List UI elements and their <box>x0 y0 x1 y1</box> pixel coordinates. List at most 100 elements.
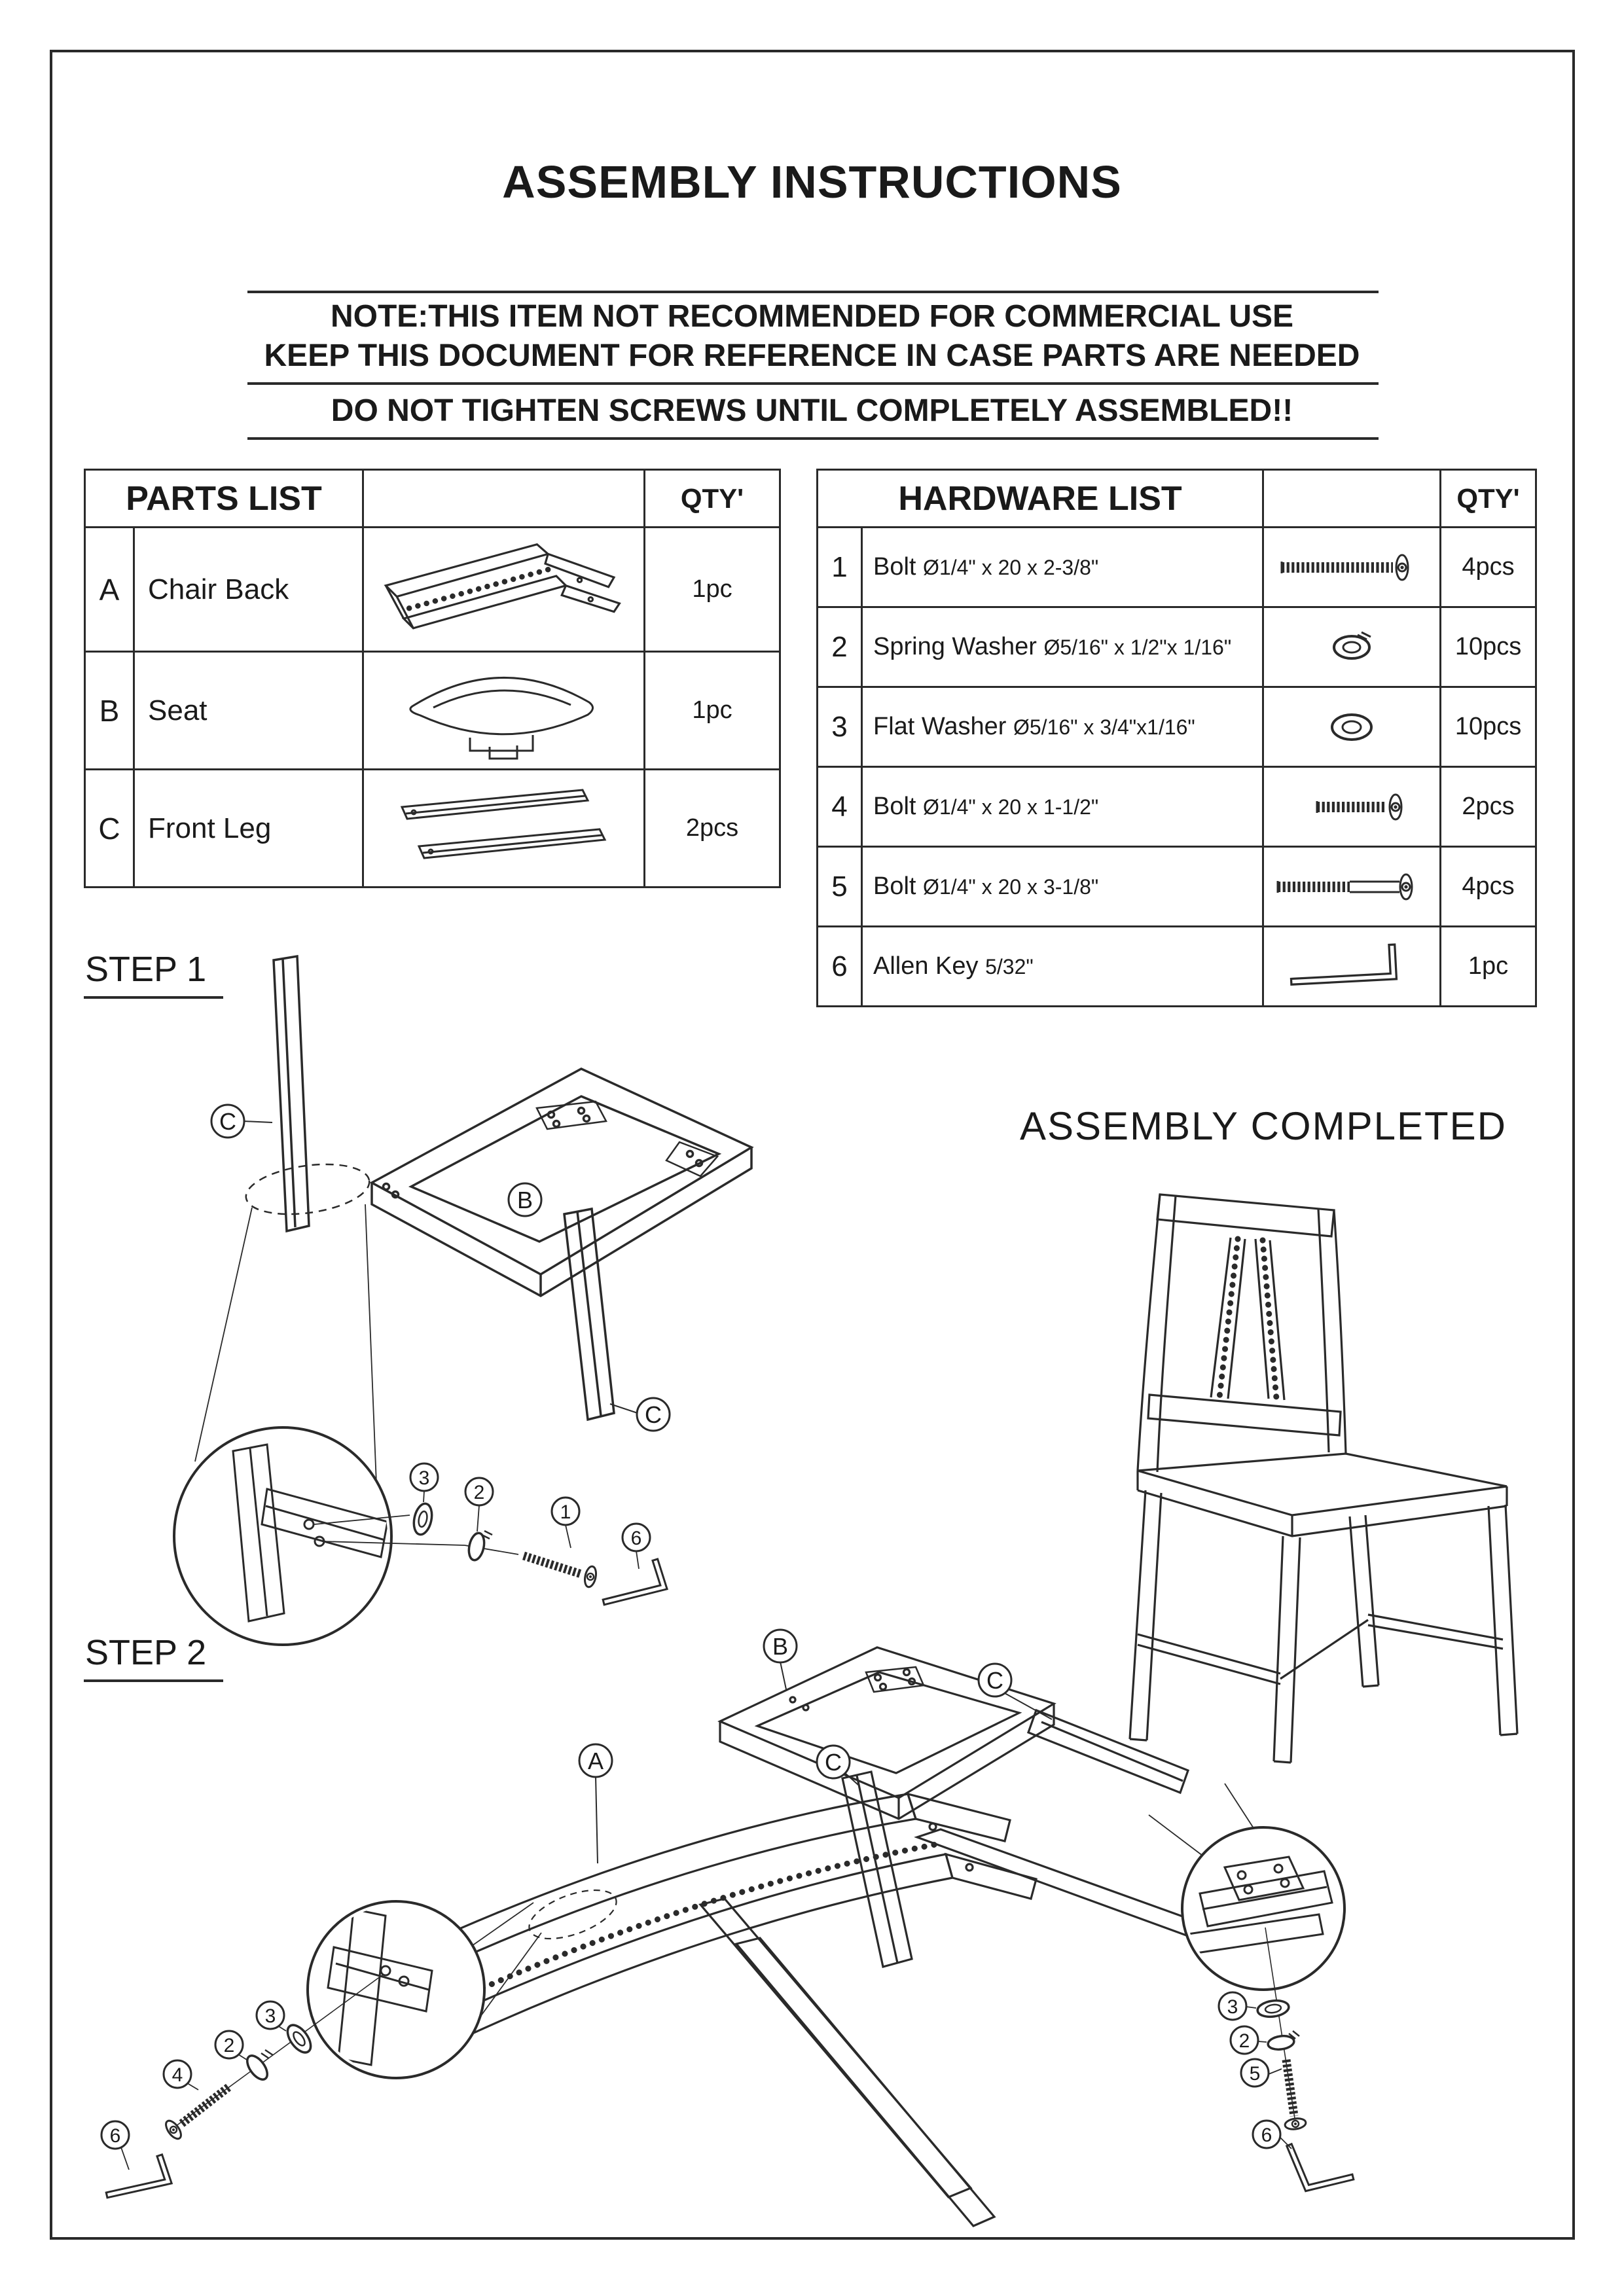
hardware-list-table: HARDWARE LIST QTY' 1 Bolt Ø1/4" x 20 x 2… <box>816 469 1538 1007</box>
allen-key-icon <box>1285 2142 1355 2193</box>
part-name: Chair Back <box>132 526 365 653</box>
parts-list-image-header <box>362 469 646 528</box>
allen-key-icon <box>105 2153 173 2199</box>
hardware-label-bolt: 1 <box>560 1501 571 1523</box>
step2-left-hardware-labels: 3 2 4 6 <box>100 2000 285 2150</box>
hardware-label-flat-washer: 3 <box>1227 1996 1238 2018</box>
bolt-short-icon <box>1316 793 1403 820</box>
bolt-icon <box>522 1551 598 1588</box>
hardware-row-5: 5 Bolt Ø1/4" x 20 x 3-1/8" <box>816 846 1538 927</box>
step1-part-labels: C B C <box>210 1103 671 1432</box>
flat-washer-icon <box>1256 1999 1290 2018</box>
part-qty: 1pc <box>643 526 782 653</box>
hardware-size: Ø1/4" x 20 x 1-1/2" <box>923 795 1099 819</box>
chair-back-image <box>383 543 621 630</box>
spring-washer-icon <box>246 2054 268 2081</box>
note-line-2: KEEP THIS DOCUMENT FOR REFERENCE IN CASE… <box>264 338 1360 373</box>
hardware-list-header-row: HARDWARE LIST QTY' <box>816 469 1538 528</box>
hardware-id: 1 <box>816 526 863 608</box>
hardware-label-allen-key: 6 <box>631 1528 642 1549</box>
hardware-qty: 1pc <box>1439 925 1538 1007</box>
step1-heading: STEP 1 <box>84 949 224 999</box>
hardware-label-spring-washer: 2 <box>1239 2030 1250 2052</box>
spring-washer-icon <box>1267 2034 1295 2051</box>
bolt-long-icon <box>1280 554 1409 581</box>
hardware-label-flat-washer: 3 <box>265 2005 276 2027</box>
hardware-size: 5/32" <box>985 955 1034 978</box>
divider-top <box>247 291 1379 293</box>
hardware-row-4: 4 Bolt Ø1/4" x 20 x 1-1/2" 2pcs <box>816 766 1538 848</box>
hardware-id: 5 <box>816 846 863 927</box>
hardware-label-bolt: 4 <box>172 2064 183 2086</box>
completed-chair <box>1128 1193 1519 1764</box>
part-id: A <box>84 526 135 653</box>
hardware-row-1: 1 Bolt Ø1/4" x 20 x 2-3/8" 4pcs <box>816 526 1538 608</box>
hardware-size: Ø1/4" x 20 x 2-3/8" <box>923 556 1099 579</box>
step1-diagram: C B C 3 2 1 6 <box>173 954 754 1646</box>
front-leg-image <box>400 788 606 859</box>
part-name: Front Leg <box>132 768 365 888</box>
step2-right-hardware <box>1246 1927 1355 2193</box>
part-id: C <box>84 768 135 888</box>
warning-text: DO NOT TIGHTEN SCREWS UNTIL COMPLETELY A… <box>331 393 1293 428</box>
step2-part-labels: A B C C <box>578 1628 1053 1864</box>
bolt-extra-long-icon <box>1276 873 1413 900</box>
bolt-icon <box>1282 2059 1307 2130</box>
hardware-size: Ø5/16" x 1/2"x 1/16" <box>1043 636 1232 659</box>
bolt-icon <box>165 2083 231 2140</box>
part-label-back-leg: C <box>219 1108 236 1135</box>
hardware-list-qty-header: QTY' <box>1439 469 1538 528</box>
hardware-label-spring-washer: 2 <box>474 1482 485 1503</box>
hardware-list-image-header <box>1262 469 1442 528</box>
completed-chair-diagram <box>1128 1193 1519 1764</box>
hardware-size: Ø1/4" x 20 x 3-1/8" <box>923 875 1099 899</box>
step2-right-zoom-detail <box>1187 1856 1333 1955</box>
hardware-row-6: 6 Allen Key 5/32" 1pc <box>816 925 1538 1007</box>
parts-list-header-row: PARTS LIST QTY' <box>83 469 782 528</box>
hardware-name: Bolt <box>873 872 916 900</box>
allen-key-icon <box>602 1558 669 1606</box>
hardware-qty: 10pcs <box>1439 686 1538 768</box>
part-label-seat: B <box>772 1633 788 1660</box>
part-label-front-leg: C <box>645 1401 662 1428</box>
hardware-label-spring-washer: 2 <box>224 2035 235 2056</box>
hardware-id: 6 <box>816 925 863 1007</box>
hardware-list-title: HARDWARE LIST <box>816 469 1265 528</box>
hardware-id: 4 <box>816 766 863 848</box>
hardware-name: Allen Key <box>873 952 979 980</box>
hardware-label-allen-key: 6 <box>110 2125 121 2147</box>
flat-washer-icon <box>286 2024 312 2054</box>
part-label-seat: B <box>517 1187 533 1213</box>
hardware-id: 3 <box>816 686 863 768</box>
part-label-leg-right: C <box>986 1667 1003 1694</box>
step1-hardware-labels: 3 2 1 6 <box>409 1462 651 1552</box>
hardware-qty: 10pcs <box>1439 606 1538 688</box>
allen-key-icon <box>1290 942 1398 986</box>
hardware-qty: 2pcs <box>1439 766 1538 848</box>
parts-list-qty-header: QTY' <box>643 469 782 528</box>
part-label-leg-center: C <box>825 1749 842 1776</box>
hardware-name: Bolt <box>873 793 916 820</box>
hardware-label-bolt: 5 <box>1250 2063 1261 2085</box>
step2-diagram: A B C C 3 2 4 6 3 2 <box>100 1628 1355 2227</box>
divider-middle <box>247 382 1379 385</box>
part-id: B <box>84 651 135 770</box>
parts-list-title: PARTS LIST <box>83 469 365 528</box>
hardware-name: Bolt <box>873 553 916 581</box>
step2-left-zoom-detail <box>327 1908 433 2066</box>
hardware-qty: 4pcs <box>1439 846 1538 927</box>
step1-zoom-circle <box>173 1426 393 1646</box>
step1-assembly <box>194 954 754 1484</box>
hardware-qty: 4pcs <box>1439 526 1538 608</box>
page-border <box>50 50 1575 2240</box>
hardware-label-flat-washer: 3 <box>419 1467 430 1489</box>
step2-right-hardware-labels: 3 2 5 6 <box>1218 1991 1282 2149</box>
parts-list-table: PARTS LIST QTY' A Chair Back <box>83 469 782 888</box>
flat-washer-icon <box>412 1502 433 1536</box>
part-name: Seat <box>132 651 365 770</box>
spring-washer-icon <box>467 1532 486 1562</box>
hardware-name: Spring Washer <box>873 633 1037 660</box>
step1-hardware <box>412 1490 669 1606</box>
flat-washer-icon <box>1331 713 1373 741</box>
parts-row-a: A Chair Back 1pc <box>84 526 782 653</box>
